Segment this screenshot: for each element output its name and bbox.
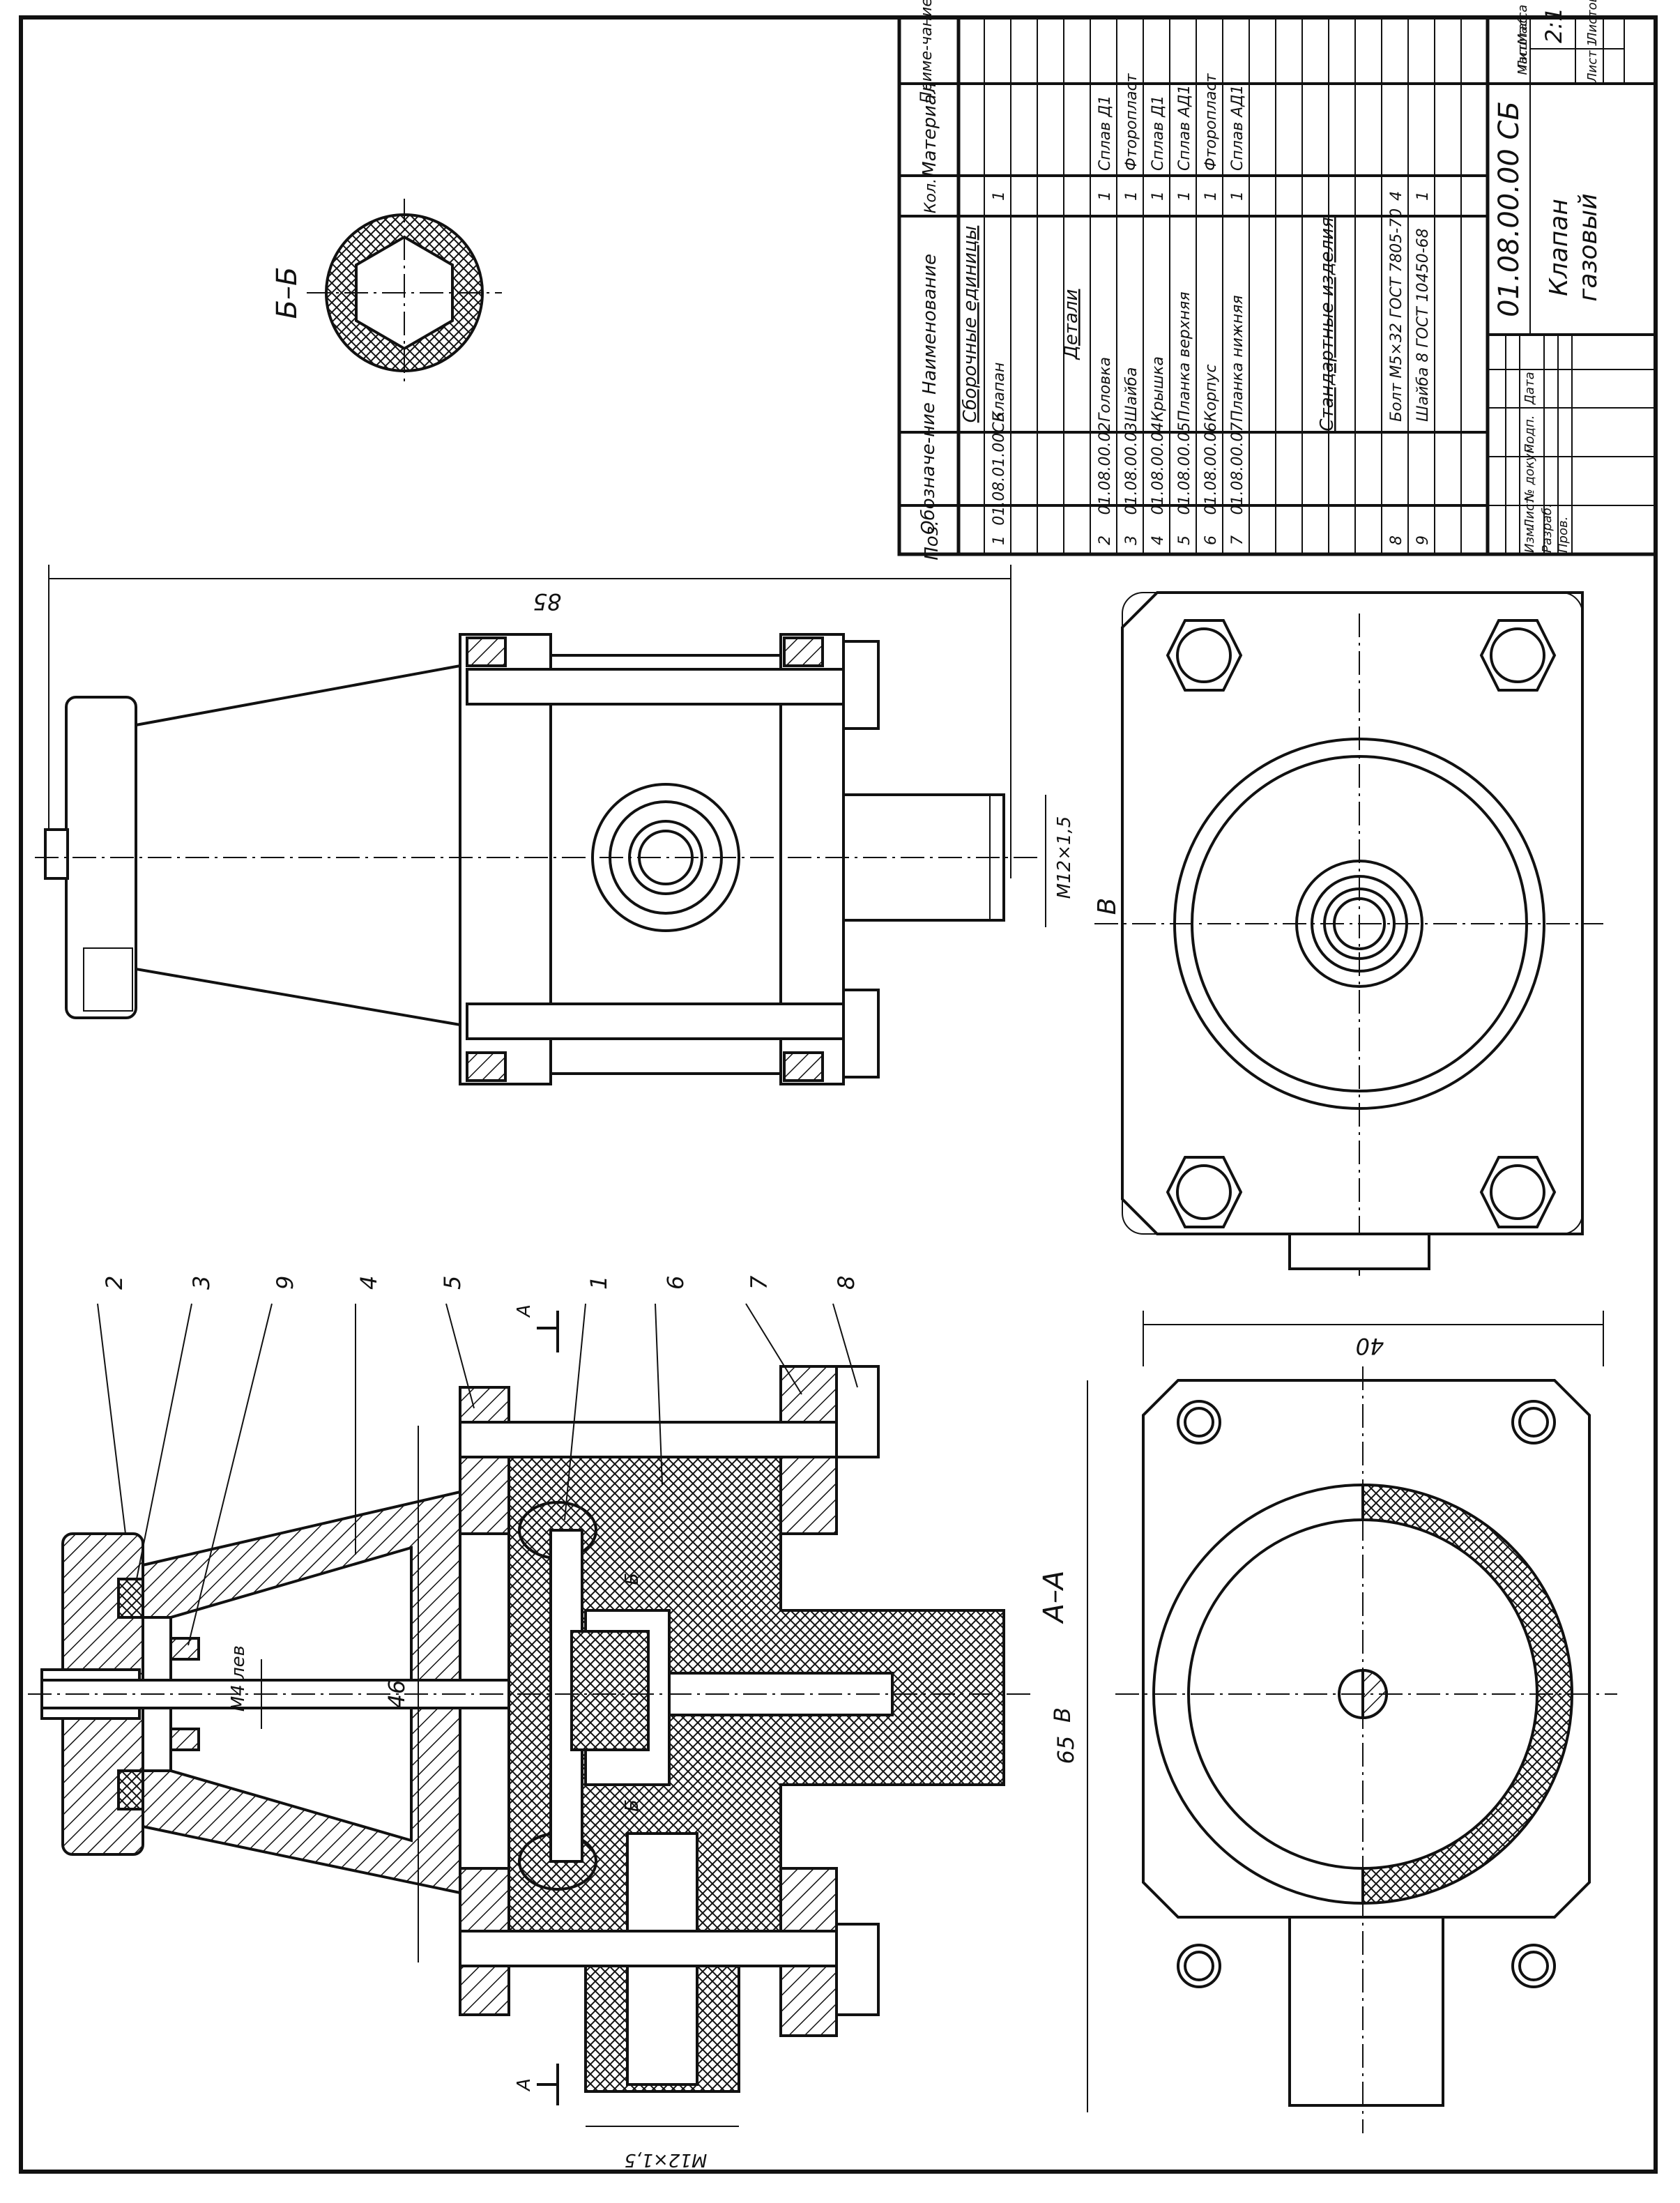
leader-9: 9	[272, 1276, 298, 1290]
bom-row-qty: 1	[1150, 191, 1167, 201]
title-doc: № докум.	[1522, 440, 1537, 503]
title-razrab: Разраб.	[1540, 503, 1555, 553]
title-prov: Пров.	[1556, 517, 1571, 553]
bom-row-pos: 3	[1123, 535, 1140, 545]
title-mass-header: Масса	[1515, 5, 1530, 45]
plan-section-view: 40 65	[1053, 1311, 1617, 2133]
bom-row-designation: 01.08.00.02	[1097, 422, 1114, 515]
bom-row-name: Планка нижняя	[1229, 295, 1246, 422]
leader-2: 2	[101, 1276, 128, 1290]
thread-m12-bottom: M12×1,5	[625, 2149, 708, 2170]
cut-a-label-bottom: А	[514, 2078, 535, 2092]
title-lit-header: Лит.	[1515, 41, 1530, 70]
bom-header-designation: Обозначе-ние	[918, 402, 939, 535]
bom-row-qty: 4	[1388, 191, 1405, 201]
bom-row-material: Фторопласт	[1202, 73, 1220, 171]
title-list: Лист	[1522, 496, 1537, 529]
bom-row-designation: 01.08.00.03	[1123, 422, 1140, 515]
bom-row-qty: 1	[991, 191, 1008, 201]
title-izm: Изм.	[1522, 524, 1537, 553]
bom-row-name: Планка верхняя	[1176, 291, 1193, 422]
dimension-65: 65	[1053, 1736, 1079, 1764]
bom-row-material: Сплав Д1	[1097, 96, 1114, 171]
bom-row-name: Клапан	[991, 363, 1008, 422]
bom-parts-rows: 2 01.08.00.02 Головка 1 Сплав Д1 3 01.08…	[1097, 73, 1246, 545]
bom-row-name: Болт М5×32 ГОСТ 7805-70	[1388, 208, 1405, 422]
bom-row-name: Шайба 8 ГОСТ 10450-68	[1414, 228, 1432, 422]
bom-row-pos: 2	[1097, 535, 1114, 545]
leader-6: 6	[662, 1276, 689, 1290]
bom-row-material: Сплав Д1	[1150, 96, 1167, 171]
bom-row-designation: 01.08.00.05	[1176, 422, 1193, 515]
bom-row-designation: 01.08.00.04	[1150, 422, 1167, 515]
dimension-40: 40	[1356, 1333, 1384, 1359]
sheets-count: Листов 1	[1585, 0, 1600, 43]
bom-row-designation: 01.08.00.07	[1229, 422, 1246, 515]
bom-row-pos: 4	[1150, 535, 1167, 545]
leader-3: 3	[188, 1276, 215, 1290]
bom-section-parts: Детали	[1061, 289, 1082, 360]
bom-row-material: Фторопласт	[1123, 73, 1140, 171]
thread-m4: M4 лев	[228, 1645, 249, 1712]
bom-section-standard: Стандартные изделия	[1317, 217, 1338, 431]
view-b-plan	[1094, 591, 1603, 1276]
drawing-designation: 01.08.00.00 СБ	[1493, 101, 1525, 317]
dimension-85: 85	[533, 588, 562, 615]
bom-row-material: Сплав АД1	[1229, 85, 1246, 171]
bom-row-designation: 01.08.00.06	[1202, 422, 1220, 515]
section-bb-label: Б–Б	[271, 267, 303, 319]
title-date: Дата	[1522, 372, 1537, 405]
bill-of-materials: Поз. Обозначе-ние Наименование Кол. Мате…	[897, 0, 1658, 561]
cut-b-label-bottom: Б	[622, 1799, 643, 1812]
bom-row-name: Шайба	[1123, 367, 1140, 422]
bom-header-pos: Поз.	[922, 520, 942, 561]
dimension-46: 46	[383, 1680, 410, 1709]
bom-row-name: Крышка	[1150, 356, 1167, 422]
view-b-label: В	[1093, 898, 1122, 915]
bom-row-designation: 01.08.01.00СБ	[991, 411, 1008, 525]
leader-7: 7	[746, 1275, 772, 1290]
cut-b-label-top: Б	[622, 1573, 643, 1585]
bom-row-pos: 1	[991, 535, 1008, 545]
title-scale-header: Масштаб	[1515, 15, 1530, 75]
bom-row-qty: 1	[1229, 191, 1246, 201]
section-aa-view: 46 M4 лев M12×1,5 А–А В Б Б А А 2 3 9 4	[28, 1275, 1076, 2170]
bom-row-pos: 8	[1388, 535, 1405, 545]
bom-header-qty: Кол.	[922, 178, 940, 213]
bom-row-qty: 1	[1097, 191, 1114, 201]
bom-row-material: Сплав АД1	[1176, 85, 1193, 171]
bom-row-qty: 1	[1123, 191, 1140, 201]
bom-row-name: Головка	[1097, 357, 1114, 422]
leader-8: 8	[833, 1276, 860, 1290]
drawing-scale: 2:1	[1541, 8, 1567, 44]
sheet-number: Лист 1	[1585, 38, 1600, 83]
sheet-frame	[19, 15, 1658, 2174]
section-bb-view: Б–Б	[271, 199, 502, 387]
title-sign: Подп.	[1522, 416, 1537, 453]
side-view: 85 M12×1,5 В	[35, 565, 1122, 1085]
bom-section-assembly: Сборочные единицы	[960, 226, 981, 423]
bom-row-qty: 1	[1202, 191, 1220, 201]
bom-header-note: Приме-чание	[918, 0, 936, 103]
bom-row-qty: 1	[1414, 191, 1432, 201]
leader-5: 5	[439, 1276, 466, 1290]
bom-row-pos: 7	[1229, 535, 1246, 545]
drawing-title-line2: газовый	[1574, 193, 1603, 301]
bom-header-material: Материал	[919, 82, 940, 176]
cut-a-label-top: А	[514, 1304, 535, 1318]
bom-header-name: Наименование	[919, 254, 940, 395]
bom-row-qty: 1	[1176, 191, 1193, 201]
leader-1: 1	[586, 1276, 612, 1290]
thread-m12-top: M12×1,5	[1054, 816, 1075, 899]
section-aa-label: А–А	[1038, 1571, 1070, 1625]
bom-row-pos: 9	[1414, 535, 1432, 545]
bom-row-pos: 5	[1176, 535, 1193, 545]
bom-row-pos: 6	[1202, 535, 1220, 545]
leader-4: 4	[356, 1276, 382, 1290]
bom-row-name: Корпус	[1202, 364, 1220, 422]
drawing-title-line1: Клапан	[1545, 199, 1573, 296]
arrow-b-label: В	[1049, 1707, 1076, 1723]
